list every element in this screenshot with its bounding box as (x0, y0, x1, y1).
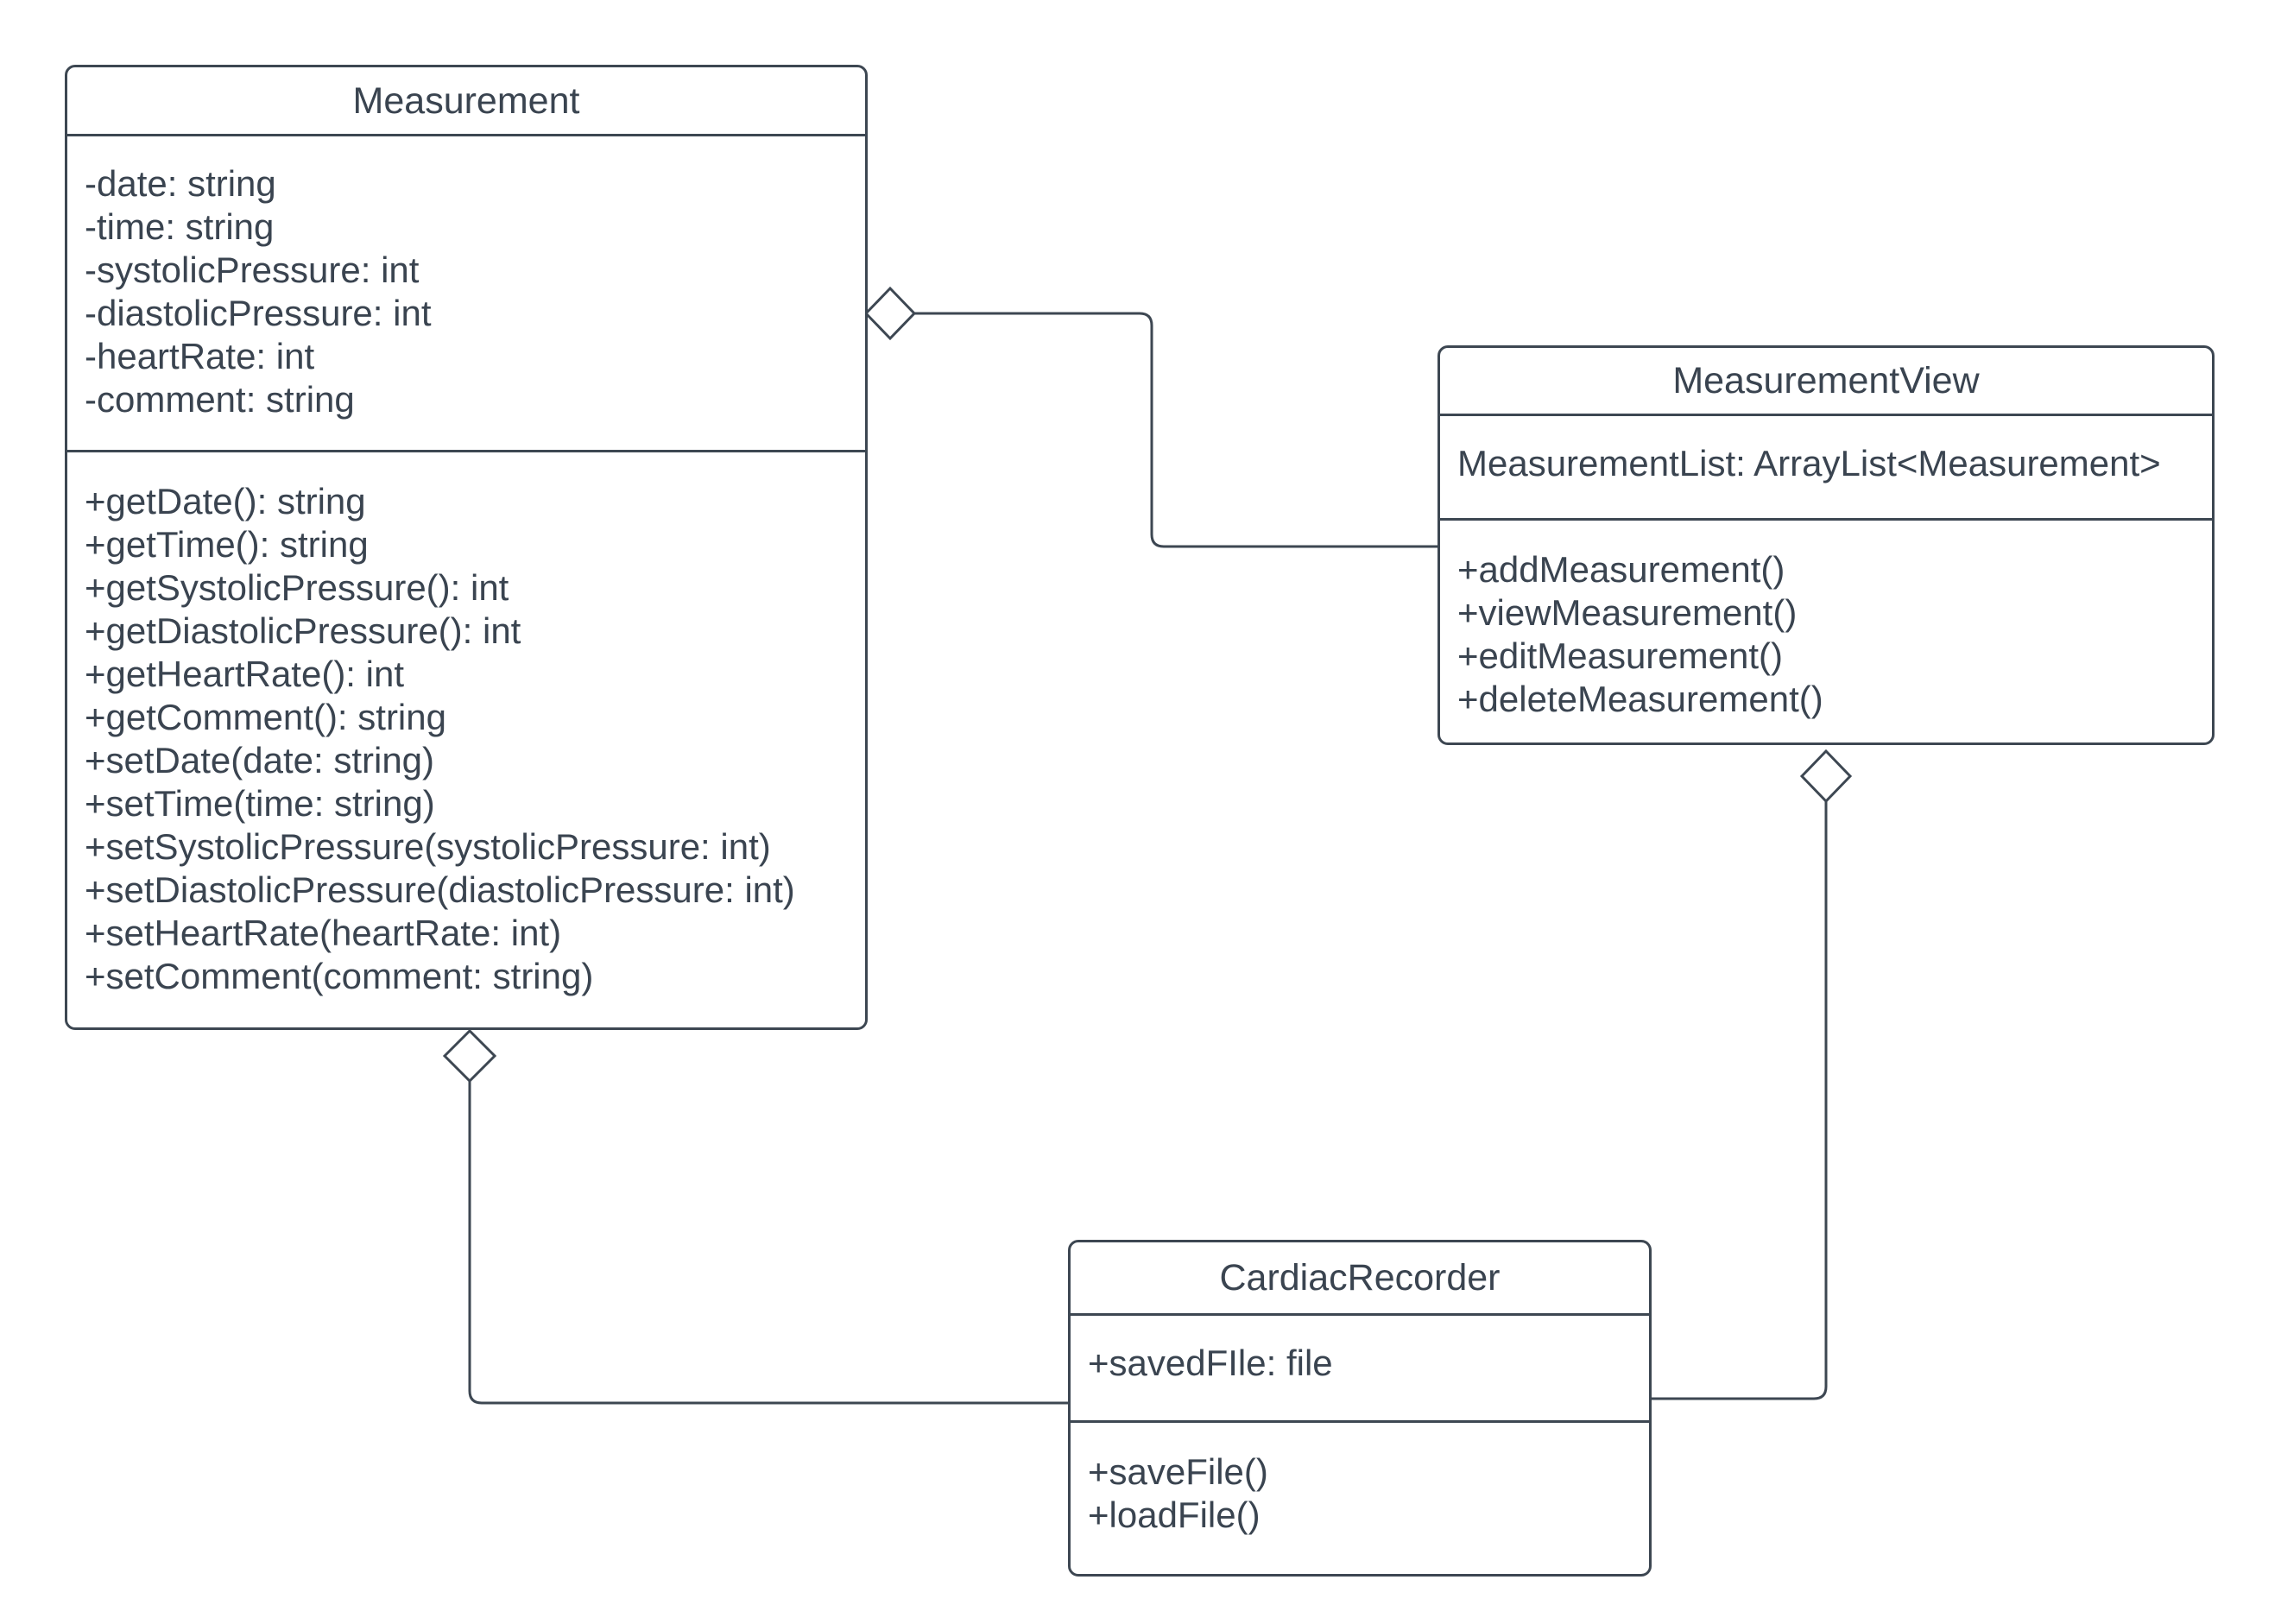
method-line: +deleteMeasurement() (1457, 679, 1823, 719)
method-line: +getHeartRate(): int (85, 654, 405, 694)
attribute-line: MeasurementList: ArrayList<Measurement> (1457, 443, 2161, 483)
connector-measurementview-to-cardiacrecorder[interactable] (1650, 801, 1828, 1400)
attribute-line: -date: string (85, 163, 276, 204)
method-line: +getDiastolicPressure(): int (85, 610, 521, 651)
method-line: +getDate(): string (85, 481, 366, 521)
attribute-line: +savedFIle: file (1088, 1343, 1333, 1383)
attributes-section-cardiacrecorder: +savedFIle: file (1071, 1316, 1649, 1423)
method-line: +saveFile() (1088, 1451, 1268, 1492)
method-line: +setHeartRate(heartRate: int) (85, 913, 562, 953)
class-box-cardiacrecorder[interactable]: CardiacRecorder +savedFIle: file +saveFi… (1068, 1240, 1652, 1577)
methods-section-cardiacrecorder: +saveFile()+loadFile() (1071, 1423, 1649, 1574)
method-line: +addMeasurement() (1457, 549, 1785, 590)
class-title-measurementview: MeasurementView (1440, 348, 2212, 416)
aggregation-diamond-measurementview-bottom (1799, 749, 1853, 804)
class-box-measurement[interactable]: Measurement -date: string-time: string-s… (65, 65, 868, 1030)
methods-section-measurementview: +addMeasurement()+viewMeasurement()+edit… (1440, 521, 2212, 742)
method-line: +setDate(date: string) (85, 740, 435, 780)
connector-measurement-to-measurementview[interactable] (914, 312, 1437, 548)
attribute-line: -comment: string (85, 379, 355, 420)
method-line: +getSystolicPressure(): int (85, 567, 509, 608)
attributes-section-measurementview: MeasurementList: ArrayList<Measurement> (1440, 416, 2212, 521)
method-line: +editMeasurement() (1457, 635, 1783, 676)
class-title-cardiacrecorder: CardiacRecorder (1071, 1242, 1649, 1316)
methods-section-measurement: +getDate(): string+getTime(): string+get… (67, 452, 865, 1027)
method-line: +setSystolicPressure(systolicPressure: i… (85, 826, 771, 867)
method-line: +setTime(time: string) (85, 783, 435, 824)
attributes-section-measurement: -date: string-time: string-systolicPress… (67, 136, 865, 452)
method-line: +getComment(): string (85, 697, 446, 737)
attribute-line: -heartRate: int (85, 336, 315, 376)
method-line: +loadFile() (1088, 1494, 1261, 1535)
attribute-line: -systolicPressure: int (85, 250, 420, 290)
method-line: +setDiastolicPressure(diastolicPressure:… (85, 869, 795, 910)
attribute-line: -time: string (85, 206, 275, 247)
aggregation-diamond-measurement-bottom (442, 1028, 497, 1084)
connector-measurement-to-cardiacrecorder[interactable] (468, 1081, 1070, 1405)
class-box-measurementview[interactable]: MeasurementView MeasurementList: ArrayLi… (1437, 345, 2215, 745)
class-title-measurement: Measurement (67, 67, 865, 136)
method-line: +setComment(comment: string) (85, 956, 594, 996)
method-line: +viewMeasurement() (1457, 592, 1798, 633)
aggregation-diamond-measurement-right (863, 286, 917, 341)
attribute-line: -diastolicPressure: int (85, 293, 432, 333)
method-line: +getTime(): string (85, 524, 369, 565)
